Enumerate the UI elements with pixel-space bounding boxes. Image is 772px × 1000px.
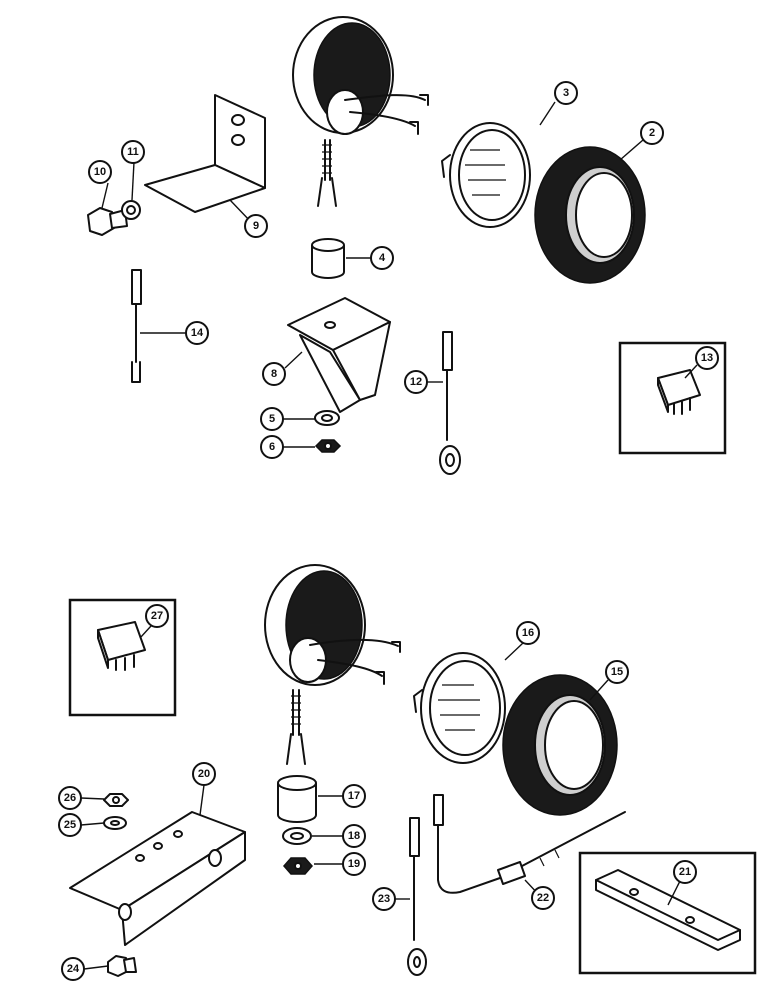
callout-24: 24 (61, 957, 85, 981)
callout-12-label: 12 (410, 376, 422, 388)
callout-17: 17 (342, 784, 366, 808)
callout-27: 27 (145, 604, 169, 628)
callout-21-label: 21 (679, 866, 691, 878)
nut-part-6 (314, 439, 342, 453)
callout-20-label: 20 (198, 768, 210, 780)
callout-15-label: 15 (611, 666, 623, 678)
callout-13: 13 (695, 346, 719, 370)
callout-26-label: 26 (64, 792, 76, 804)
wire-part-23 (407, 817, 427, 976)
lamp-lens-part-16 (413, 652, 506, 764)
spacer-part-17 (277, 775, 317, 823)
callout-25-label: 25 (64, 819, 76, 831)
cable-part-22 (433, 794, 626, 894)
bolt-part-10 (87, 207, 128, 236)
callout-14: 14 (185, 321, 209, 345)
callout-22-label: 22 (537, 892, 549, 904)
callout-2-label: 2 (649, 127, 655, 139)
callout-10: 10 (88, 160, 112, 184)
lock-washer-part-11 (121, 200, 141, 220)
callout-3-label: 3 (563, 87, 569, 99)
wire-part-12 (439, 331, 461, 475)
callout-9-label: 9 (253, 220, 259, 232)
lamp-lens-part-3 (441, 122, 531, 228)
washer-part-5 (314, 410, 340, 426)
callout-17-label: 17 (348, 790, 360, 802)
rubber-ring-part-15 (502, 674, 618, 816)
callout-23: 23 (372, 887, 396, 911)
wire-part-14 (131, 269, 142, 383)
strap-box-part-21 (578, 851, 757, 975)
callout-18-label: 18 (348, 830, 360, 842)
bracket-part-8 (287, 297, 391, 413)
lamp-housing-top (292, 16, 429, 207)
callout-13-label: 13 (701, 352, 713, 364)
nut-part-26 (103, 793, 129, 807)
relay-box-part-13 (618, 341, 727, 455)
callout-8-label: 8 (271, 368, 277, 380)
callout-6-label: 6 (269, 441, 275, 453)
callout-16-label: 16 (522, 627, 534, 639)
lamp-housing-bottom (264, 564, 401, 765)
callout-16: 16 (516, 621, 540, 645)
washer-part-18 (282, 827, 312, 845)
callout-26: 26 (58, 786, 82, 810)
callout-20: 20 (192, 762, 216, 786)
callout-5: 5 (260, 407, 284, 431)
callout-11: 11 (121, 140, 145, 164)
callout-24-label: 24 (67, 963, 80, 975)
callout-5-label: 5 (269, 413, 275, 425)
callout-22: 22 (531, 886, 555, 910)
callout-14-label: 14 (191, 327, 204, 339)
callout-4: 4 (370, 246, 394, 270)
callout-4-label: 4 (379, 252, 386, 264)
callout-21: 21 (673, 860, 697, 884)
callout-18: 18 (342, 824, 366, 848)
callout-15: 15 (605, 660, 629, 684)
spacer-part-4 (311, 238, 345, 279)
angle-bracket-part-20 (69, 811, 246, 946)
bracket-part-9 (144, 94, 266, 213)
callout-27-label: 27 (151, 610, 163, 622)
callout-11-label: 11 (127, 146, 139, 158)
nut-part-19 (283, 857, 313, 875)
relay-box-part-27 (68, 598, 177, 717)
callout-19: 19 (342, 852, 366, 876)
callout-19-label: 19 (348, 858, 360, 870)
callout-8: 8 (262, 362, 286, 386)
callout-6: 6 (260, 435, 284, 459)
callout-23-label: 23 (378, 893, 390, 905)
rubber-ring-part-2 (534, 146, 646, 284)
leader-lines (80, 101, 698, 970)
washer-part-25 (103, 816, 127, 830)
callout-9: 9 (244, 214, 268, 238)
callout-2: 2 (640, 121, 664, 145)
callout-25: 25 (58, 813, 82, 837)
callout-10-label: 10 (94, 166, 106, 178)
callout-3: 3 (554, 81, 578, 105)
callout-12: 12 (404, 370, 428, 394)
bolt-part-24 (107, 955, 137, 977)
